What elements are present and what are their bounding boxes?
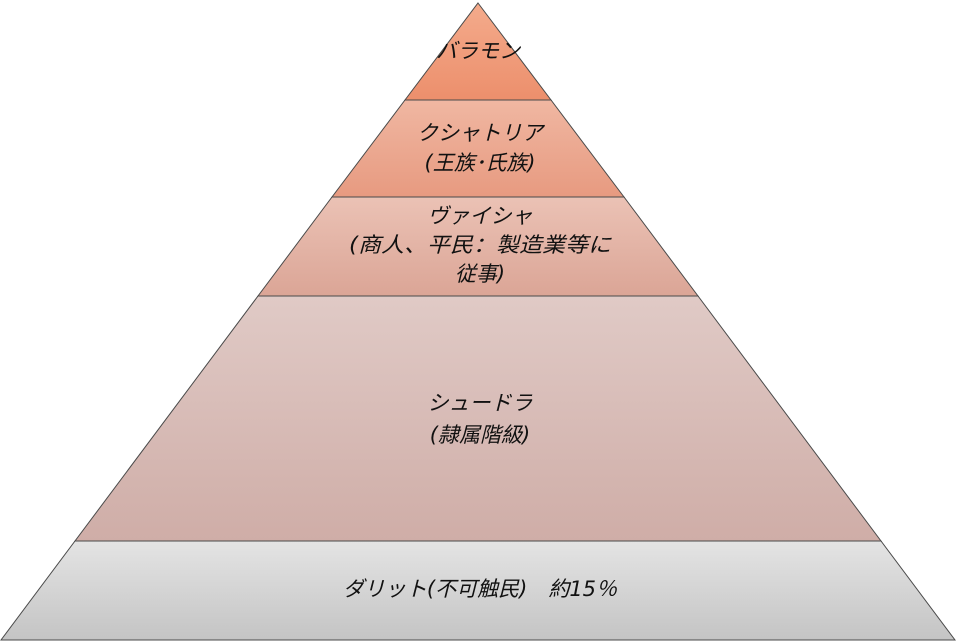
tier-shudra-sublabel: (隷属階級) [430,423,530,447]
tier-brahmin: バラモン [403,2,553,101]
tier-vaishya-label: ヴァイシャ [428,204,533,228]
tier-shudra-label: シュードラ [428,391,533,415]
tier-shudra-shape [74,295,882,542]
tier-kshatriya-sublabel: (王族･氏族) [425,151,536,175]
tier-kshatriya-shape [330,99,626,198]
tier-dalit-label: ダリット(不可触民) 約15％ [343,577,618,601]
tier-shudra: シュードラ (隷属階級) [74,295,882,542]
tier-kshatriya: クシャトリア (王族･氏族) [330,99,626,198]
tier-vaishya-sublabel-cont: 従事) [455,262,505,286]
tier-kshatriya-label: クシャトリア [417,121,546,145]
tier-brahmin-label: バラモン [436,39,521,63]
tier-dalit: ダリット(不可触民) 約15％ [0,540,956,641]
tier-dalit-shape [0,540,956,641]
tier-vaishya-sublabel: (商人、平民：製造業等に [349,233,612,257]
tier-vaishya: ヴァイシャ (商人、平民：製造業等に 従事) [257,196,699,297]
